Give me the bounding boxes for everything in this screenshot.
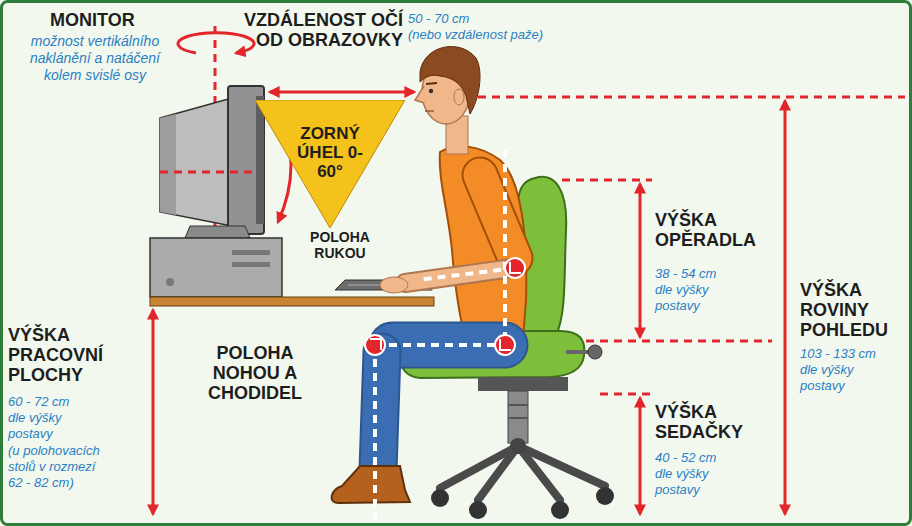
node-text: ZORNÝ ÚHEL 0-60° [294, 124, 366, 181]
dimension-heading: VÝŠKA OPĚRADLA [655, 210, 765, 250]
seat-level-line [586, 340, 772, 343]
shin-jeans [378, 352, 382, 470]
base-leg [518, 446, 605, 486]
reference-lines [478, 97, 905, 394]
view-angle-triangle: ZORNÝ ÚHEL 0-60° [255, 100, 405, 228]
shoe [332, 466, 410, 503]
joint-marker [365, 335, 385, 355]
section-heading: VZDÁLENOST OČÍ OD OBRAZOVKY [238, 10, 403, 50]
mouth [425, 110, 434, 112]
gas-cylinder [508, 391, 528, 443]
monitor-stand [185, 226, 250, 238]
chair-base [440, 446, 605, 500]
posture-line [375, 343, 505, 347]
right-angle-mark [510, 262, 521, 273]
joint-marker [505, 258, 525, 278]
right-angle-mark [500, 339, 511, 350]
dimension-heading: VÝŠKA ROVINY POHLEDU [800, 280, 905, 340]
dimension-heading: VÝŠKA PRACOVNÍ PLOCHY [8, 325, 108, 385]
note-text: (u polohovacích stolů v rozmezí 62 - 82 … [8, 443, 103, 491]
dimension-arrow [784, 101, 787, 514]
sleeve [480, 175, 515, 258]
seat-mechanism [478, 377, 568, 391]
chair-wheel [469, 501, 487, 519]
joint-marker [495, 335, 515, 355]
base-leg [478, 446, 518, 500]
right-angle-mark [370, 339, 381, 350]
hand [380, 277, 408, 293]
dimension-value: 40 - 52 cm dle výšky postavy [655, 450, 730, 498]
ear [454, 89, 464, 105]
note-text: (nebo vzdálenost paže) [408, 27, 578, 43]
cylinder-band [508, 417, 528, 419]
cylinder-band [508, 404, 528, 406]
part-label: POLOHA NOHOU A CHODIDEL [190, 343, 320, 403]
dimension-value: 38 - 54 cm dle výšky postavy [655, 266, 730, 314]
hair [420, 47, 480, 114]
eye [429, 89, 433, 93]
eyebrow [426, 83, 437, 84]
chair-wheel [431, 489, 449, 507]
seat-lever [566, 350, 590, 354]
monitor-center-line [160, 171, 258, 174]
sleeve-outline [480, 175, 515, 258]
monitor-bezel [228, 86, 264, 234]
dimension-value: 60 - 72 cm dle výšky postavy [8, 394, 83, 442]
desk-top [150, 297, 434, 306]
nose [415, 86, 424, 103]
dimension-arrow [152, 310, 155, 514]
rotate-arrow [178, 33, 254, 53]
drive-slot [232, 262, 270, 267]
posture-line [503, 150, 507, 345]
base-hub [510, 438, 526, 454]
eye-level-line [478, 96, 905, 99]
view-angle-triangle-shape [255, 100, 405, 228]
distance-arrow [270, 91, 414, 94]
dimension-value: 50 - 70 cm [408, 11, 548, 27]
dimension-value: 103 - 133 cm dle výšky postavy [800, 346, 880, 394]
chair-wheel [596, 487, 614, 505]
note-text: možnost vertikálního naklánění a natáčen… [18, 33, 172, 84]
part-label: POLOHA RUKOU [303, 229, 377, 261]
dimension-heading: VÝŠKA SEDAČKY [655, 402, 760, 442]
dimension-arrow [639, 184, 642, 337]
monitor-shade [160, 114, 176, 215]
posture-line [373, 345, 377, 520]
shin-outline [378, 352, 382, 470]
monitor-screen [256, 96, 264, 224]
section-heading: MONITOR [50, 10, 180, 30]
chair-wheel [551, 501, 569, 519]
lever-knob [588, 345, 602, 359]
seat-height-line [600, 393, 652, 396]
backrest-top-line [562, 179, 652, 182]
monitor-body [160, 98, 232, 226]
dimension-arrow [639, 398, 642, 514]
power-button [166, 278, 174, 286]
drive-slot [232, 250, 270, 255]
computer-case [150, 238, 282, 297]
posture-line [418, 268, 515, 280]
posture-lines [375, 150, 515, 520]
